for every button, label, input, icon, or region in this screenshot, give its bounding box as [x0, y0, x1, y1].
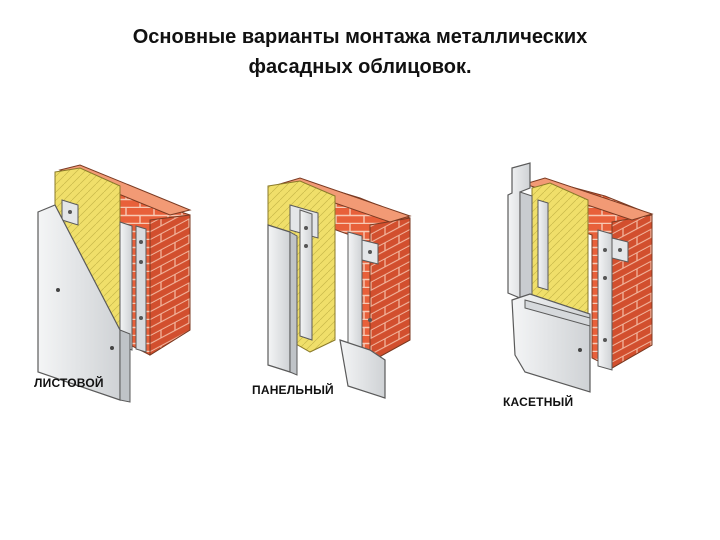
variant-panel-illustration	[267, 177, 412, 399]
slide-title-line-1: Основные варианты монтажа металлических	[132, 26, 588, 48]
facade-panel	[339, 339, 386, 399]
variant-label-panel: ПАНЕЛЬНЫЙ	[252, 383, 334, 397]
vertical-rail	[135, 225, 147, 353]
vertical-rail	[597, 229, 613, 371]
variant-label-cassette: КАСЕТНЫЙ	[503, 395, 574, 409]
variant-label-sheet: ЛИСТОВОЙ	[34, 376, 104, 390]
slide-title-line-2: фасадных облицовок.	[248, 56, 472, 78]
variant-cassette-illustration	[507, 162, 654, 393]
brick-wall-side	[611, 214, 653, 369]
vertical-rail	[347, 231, 363, 351]
vertical-rail	[537, 199, 549, 291]
vertical-rail	[119, 221, 133, 351]
variant-sheet-illustration	[37, 164, 192, 403]
brick-wall-side	[369, 217, 411, 363]
vertical-rail	[299, 209, 313, 341]
slide-title: Основные варианты монтажа металлических …	[0, 22, 720, 82]
brick-wall-side	[149, 214, 191, 356]
facade-panel	[267, 224, 291, 373]
